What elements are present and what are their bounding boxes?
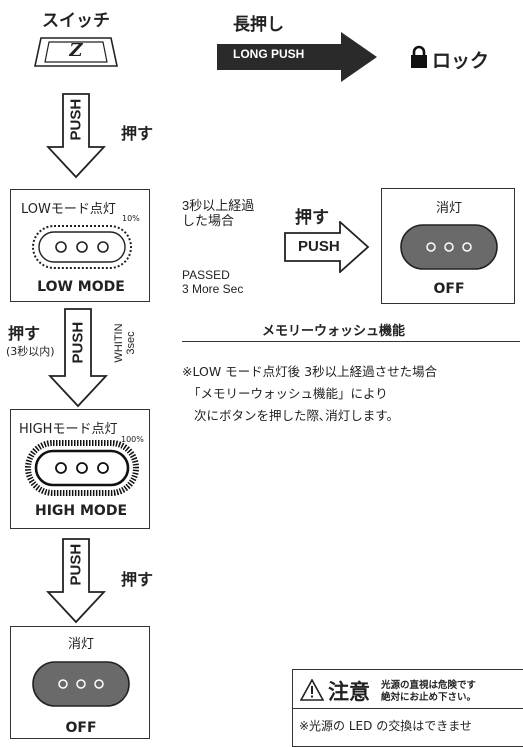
low-mode-percent: 10% — [122, 214, 140, 223]
push-word-label-2: PUSH — [67, 543, 85, 586]
caution-divider — [293, 708, 523, 709]
memory-line2: 「メモリーウォッシュ機能」により — [188, 386, 388, 401]
passed-jp-line2: した場合 — [182, 213, 235, 228]
long-push-arrow: LONG PUSH — [217, 32, 379, 82]
push-within-word: PUSH — [69, 321, 87, 364]
off-panel-right: 消灯 OFF — [381, 188, 515, 304]
memory-line3: 次にボタンを押した際､消灯します。 — [194, 408, 400, 423]
within-note: (3秒以内) — [6, 345, 55, 358]
passed-en-line1: PASSED — [182, 268, 230, 282]
led-indicator-icon — [31, 224, 133, 270]
memory-divider — [182, 341, 520, 342]
switch-label: スイッチ — [42, 11, 110, 31]
off-panel-bottom: 消灯 OFF — [10, 626, 150, 739]
low-mode-label: LOW MODE — [37, 279, 125, 295]
memory-line1: ※LOW モード点灯後 3秒以上経過させた場合 — [182, 364, 438, 379]
lock-label: ロック — [432, 50, 490, 72]
high-mode-title: HIGHモード点灯 — [19, 422, 118, 437]
caution-line-a: 光源の直視は危険です — [381, 680, 477, 691]
low-mode-panel: LOWモード点灯 10% LOW MODE — [10, 189, 150, 302]
push-down-arrow: PUSH — [46, 93, 106, 179]
press-label: 押す — [121, 124, 154, 143]
push-right-label: PUSH — [298, 238, 340, 255]
low-mode-title: LOWモード点灯 — [21, 202, 116, 217]
high-mode-label: HIGH MODE — [34, 503, 128, 519]
push-word-label: PUSH — [67, 98, 85, 141]
push-down-arrow-within: PUSH — [48, 308, 108, 408]
passed-en-note: PASSED 3 More Sec — [182, 268, 243, 296]
off-mode-right: OFF — [433, 281, 465, 297]
switch-key-letter: Z — [69, 40, 83, 61]
press-label-right: 押す — [295, 208, 329, 228]
within-sec-text: 3sec — [125, 331, 137, 355]
warning-triangle-icon — [300, 679, 324, 701]
off-title-bottom: 消灯 — [67, 637, 94, 652]
memory-title: メモリーウォッシュ機能 — [262, 324, 406, 339]
within-text: WHITIN — [113, 323, 125, 363]
high-mode-panel: HIGHモード点灯 100% HIGH MODE — [10, 409, 150, 529]
push-right-arrow: PUSH — [284, 221, 370, 273]
off-mode-bottom: OFF — [65, 720, 97, 736]
passed-jp-line1: 3秒以上経過 — [182, 198, 255, 213]
high-mode-percent: 100% — [121, 435, 144, 444]
caution-box: 注意 光源の直視は危険です 絶対にお止め下さい。 ※光源の LED の交換はでき… — [292, 669, 523, 747]
passed-jp-note: 3秒以上経過 した場合 — [182, 198, 254, 228]
caution-note: ※光源の LED の交換はできませ — [299, 719, 472, 733]
push-down-arrow-2: PUSH — [46, 538, 106, 624]
switch-key-icon: Z — [33, 36, 119, 68]
lock-icon — [410, 45, 428, 69]
within-press-label: 押す — [8, 324, 41, 343]
long-push-arrow-text: LONG PUSH — [233, 47, 305, 61]
passed-en-line2: 3 More Sec — [182, 282, 244, 296]
caution-title: 注意 — [328, 680, 370, 704]
caution-line-b: 絶対にお止め下さい。 — [381, 692, 477, 703]
led-high-icon — [25, 440, 139, 496]
caution-warning: 光源の直視は危険です 絶対にお止め下さい。 — [381, 680, 476, 704]
memory-text: ※LOW モード点灯後 3秒以上経過させた場合 「メモリーウォッシュ機能」により… — [182, 361, 437, 427]
long-push-heading: 長押し — [233, 15, 284, 35]
led-off-icon — [399, 223, 499, 271]
led-off-icon-bottom — [31, 660, 131, 708]
press-label-2: 押す — [121, 570, 154, 589]
off-title-right: 消灯 — [435, 201, 462, 216]
